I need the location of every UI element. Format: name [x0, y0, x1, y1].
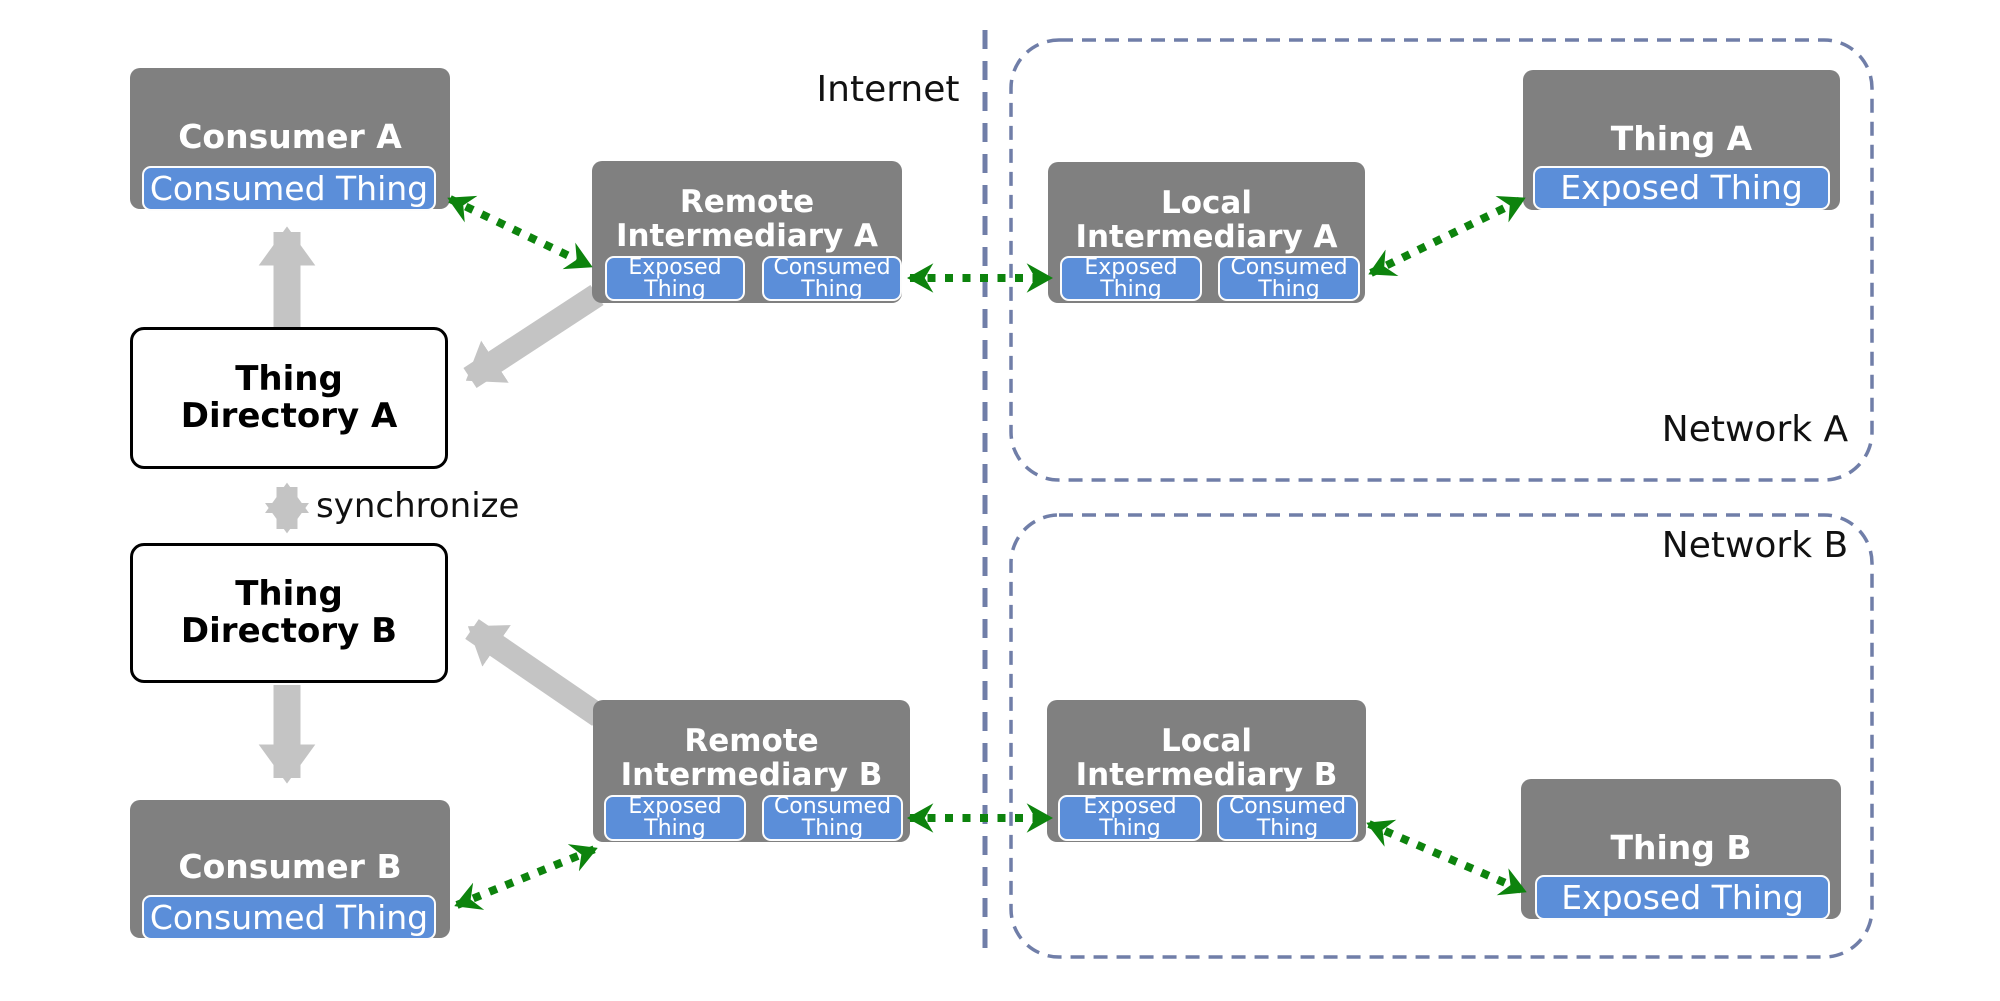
thing-directory-a-box: Thing Directory A — [130, 327, 448, 469]
consumer-a-box: Consumer A Consumed Thing — [130, 68, 450, 211]
thing-a-title: Thing A — [1610, 119, 1753, 158]
thing-directory-a-title: Thing Directory A — [180, 359, 398, 436]
consumer-b-consumed-thing-chip: Consumed Thing — [142, 895, 436, 940]
arrow-local-intermediary-b-thing-b — [1366, 819, 1527, 896]
consumer-a-consumed-thing-chip: Consumed Thing — [142, 166, 436, 211]
local-intermediary-b-consumed-thing-chip: Consumed Thing — [1217, 795, 1358, 841]
local-intermediary-b-title: Local Intermediary B — [1075, 723, 1338, 793]
arrow-remote-intermediary-b-to-directory-b — [465, 619, 606, 726]
local-intermediary-a-title: Local Intermediary A — [1075, 185, 1338, 255]
thing-a-exposed-thing-chip: Exposed Thing — [1533, 166, 1830, 210]
thing-directory-b-box: Thing Directory B — [130, 543, 448, 683]
internet-label: Internet — [816, 69, 960, 110]
consumer-a-title: Consumer A — [178, 117, 402, 156]
thing-b-exposed-thing-chip: Exposed Thing — [1535, 875, 1830, 920]
remote-intermediary-b-exposed-thing-chip: Exposed Thing — [604, 795, 746, 841]
consumer-b-title: Consumer B — [178, 847, 402, 886]
local-intermediary-b-exposed-thing-chip: Exposed Thing — [1058, 795, 1202, 841]
remote-intermediary-a-consumed-thing-chip: Consumed Thing — [762, 256, 902, 301]
remote-intermediary-a-box: Remote Intermediary A Exposed Thing Cons… — [592, 161, 902, 303]
remote-intermediary-b-title: Remote Intermediary B — [620, 723, 883, 793]
network-b-label: Network B — [1661, 525, 1849, 566]
arrow-remote-intermediary-a-to-directory-a — [463, 284, 604, 389]
local-intermediary-a-box: Local Intermediary A Exposed Thing Consu… — [1048, 162, 1365, 303]
local-intermediary-b-box: Local Intermediary B Exposed Thing Consu… — [1047, 700, 1366, 842]
arrow-local-intermediary-a-thing-a — [1368, 195, 1526, 277]
thing-b-box: Thing B Exposed Thing — [1521, 779, 1841, 920]
arrow-consumer-a-remote-intermediary-a — [447, 195, 593, 270]
remote-intermediary-b-box: Remote Intermediary B Exposed Thing Cons… — [593, 700, 910, 842]
thing-a-box: Thing A Exposed Thing — [1523, 70, 1840, 210]
local-intermediary-a-exposed-thing-chip: Exposed Thing — [1060, 256, 1202, 301]
consumer-b-box: Consumer B Consumed Thing — [130, 800, 450, 940]
synchronize-label: synchronize — [316, 486, 520, 526]
network-a-label: Network A — [1661, 409, 1849, 450]
thing-directory-b-title: Thing Directory B — [180, 574, 398, 651]
remote-intermediary-b-consumed-thing-chip: Consumed Thing — [762, 795, 903, 841]
remote-intermediary-a-title: Remote Intermediary A — [615, 184, 879, 254]
thing-b-title: Thing B — [1610, 828, 1752, 867]
arrow-consumer-b-remote-intermediary-b — [454, 844, 598, 910]
remote-intermediary-a-exposed-thing-chip: Exposed Thing — [605, 256, 745, 301]
local-intermediary-a-consumed-thing-chip: Consumed Thing — [1218, 256, 1360, 301]
